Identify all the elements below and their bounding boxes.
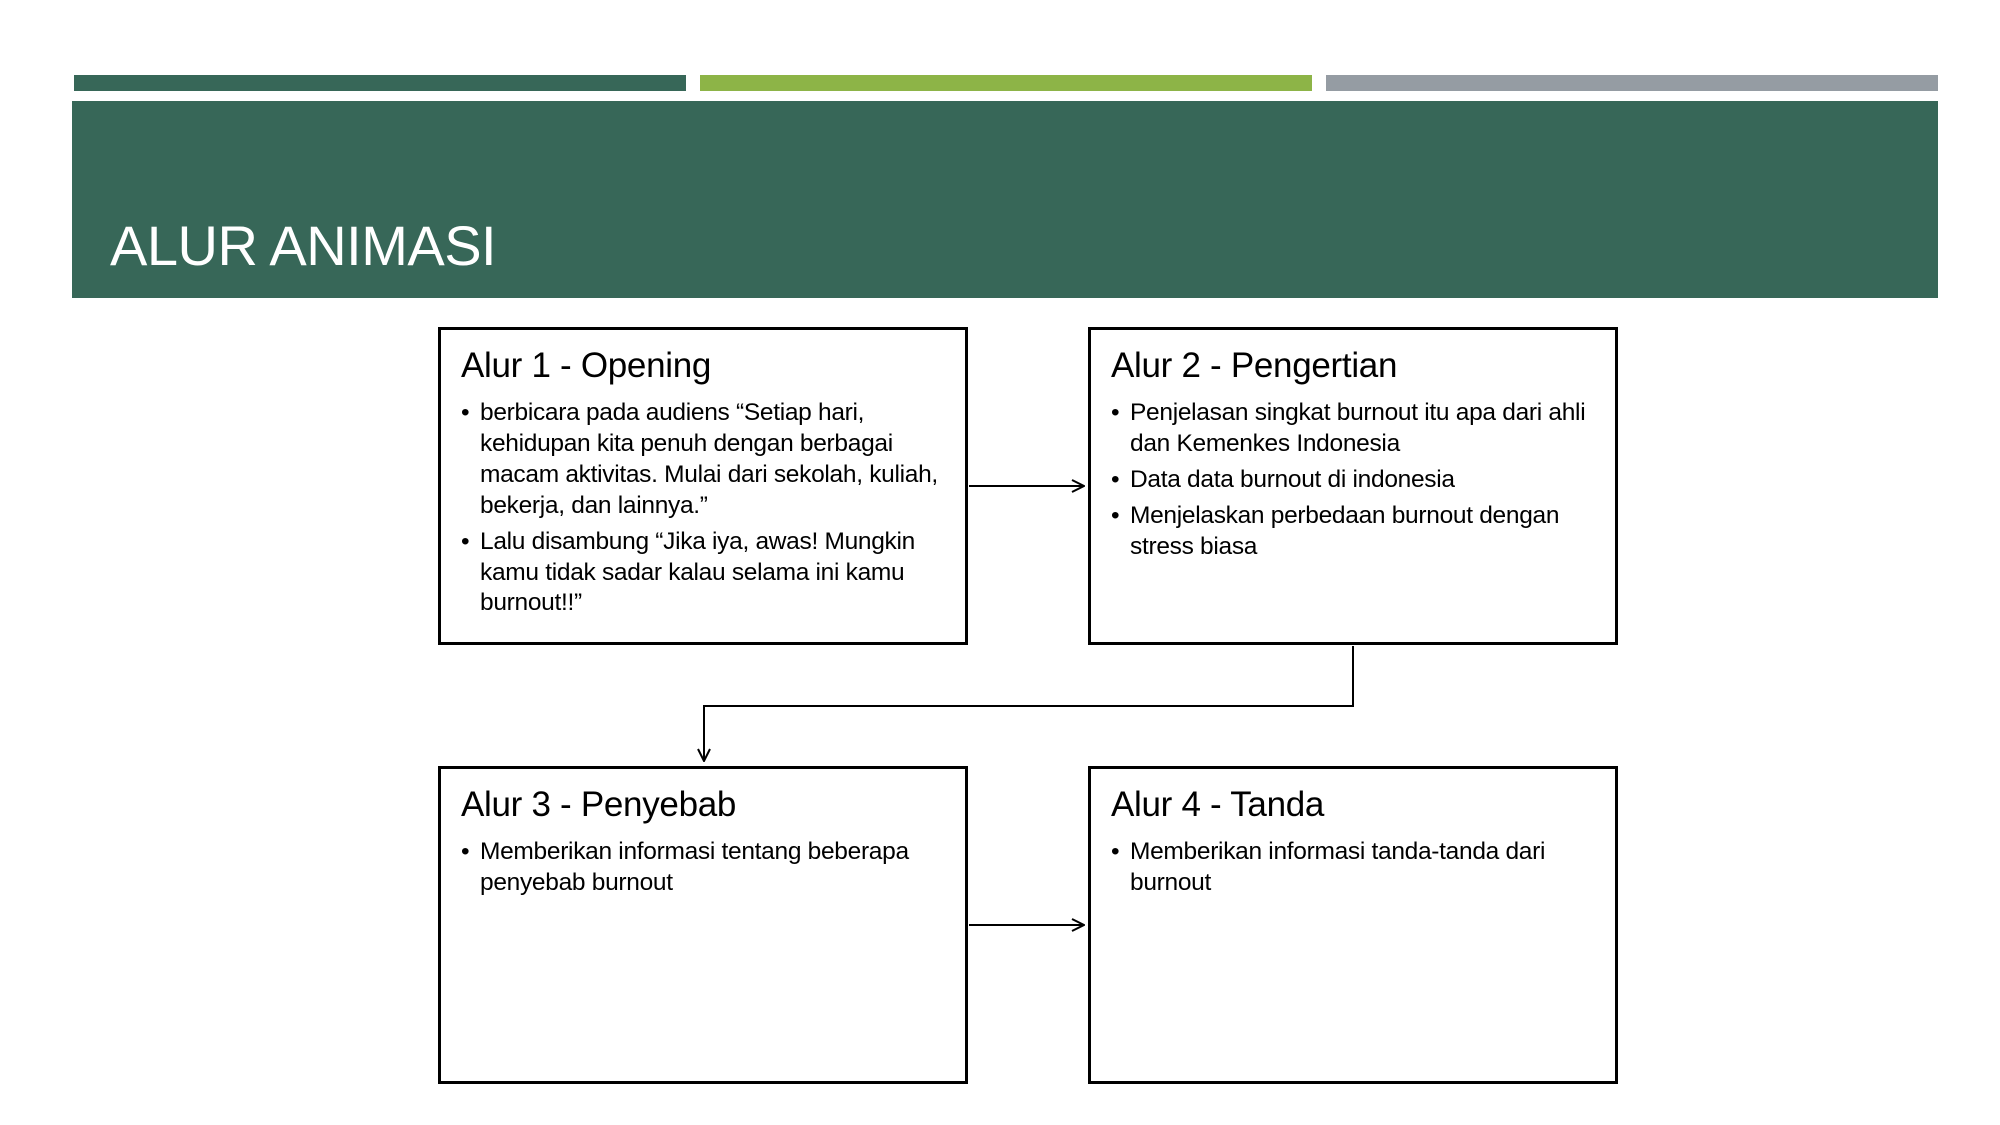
bullet-item: • Memberikan informasi tanda-tanda dari b… [1111,837,1595,899]
bullet-text: berbicara pada audiens “Setiap hari, keh… [480,399,938,519]
box-title: Alur 4 - Tanda [1111,785,1325,824]
bullet-list: • Memberikan informasi tanda-tanda dari b… [1111,837,1595,899]
flow-box-alur-3: Alur 3 - Penyebab • Memberikan informasi … [438,766,968,1084]
bullet-dot-icon: • [461,527,470,555]
accent-bar-lime [700,75,1312,91]
bullet-text: Memberikan informasi tanda-tanda dari bu… [1130,838,1546,897]
bullet-dot-icon: • [461,399,470,427]
bullet-text: Menjelaskan perbedaan burnout dengan str… [1130,501,1560,560]
bullet-item: • Penjelasan singkat burnout itu apa dari… [1111,398,1595,460]
flow-box-alur-2: Alur 2 - Pengertian • Penjelasan singkat … [1088,327,1618,645]
slide-title: ALUR ANIMASI [110,214,497,277]
bullet-dot-icon: • [1111,399,1120,427]
bullet-item: • Menjelaskan perbedaan burnout dengan st… [1111,501,1595,563]
flow-box-alur-4: Alur 4 - Tanda • Memberikan informasi tan… [1088,766,1618,1084]
box-title: Alur 1 - Opening [461,346,712,385]
box-title: Alur 2 - Pengertian [1111,346,1398,385]
bullet-text: Lalu disambung “Jika iya, awas! Mungkin … [480,527,915,617]
bullet-text: Penjelasan singkat burnout itu apa dari … [1130,399,1586,458]
bullet-item: • Data data burnout di indonesia [1111,465,1595,496]
bullet-dot-icon: • [1111,838,1120,866]
box-title: Alur 3 - Penyebab [461,785,737,824]
bullet-text: Data data burnout di indonesia [1130,465,1455,493]
bullet-item: • berbicara pada audiens “Setiap hari, ke… [461,398,945,521]
bullet-item: • Lalu disambung “Jika iya, awas! Mungkin… [461,527,945,620]
accent-bar-green [74,75,686,91]
bullet-list: • Penjelasan singkat burnout itu apa dari… [1111,398,1595,562]
accent-bar-gray [1326,75,1938,91]
bullet-list: • berbicara pada audiens “Setiap hari, ke… [461,398,945,619]
flow-box-alur-1: Alur 1 - Opening • berbicara pada audiens… [438,327,968,645]
bullet-list: • Memberikan informasi tentang beberapa p… [461,837,945,899]
bullet-dot-icon: • [1111,501,1120,529]
bullet-dot-icon: • [461,838,470,866]
bullet-item: • Memberikan informasi tentang beberapa p… [461,837,945,899]
arrow-alur2-to-alur3 [704,646,1354,760]
bullet-dot-icon: • [1111,465,1120,493]
bullet-text: Memberikan informasi tentang beberapa pe… [480,838,909,897]
title-band: ALUR ANIMASI [72,101,1938,298]
